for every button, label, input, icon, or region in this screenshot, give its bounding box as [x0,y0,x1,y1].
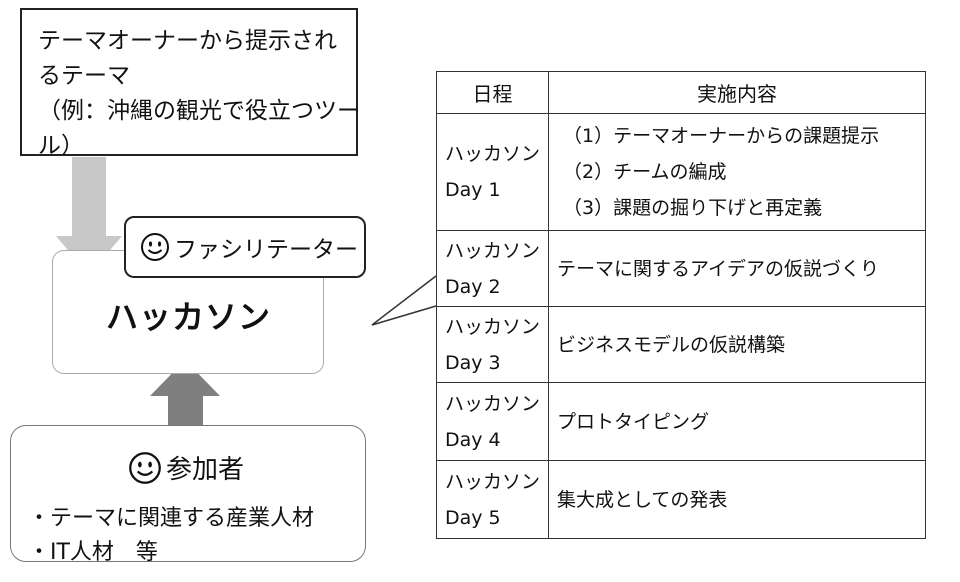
down-arrow [56,157,122,275]
smiley-icon [129,451,161,484]
day-label: ハッカソン [445,315,541,338]
table-row: ハッカソン Day 5 集大成としての発表 [436,460,926,539]
content-item: プロトタイピング [557,410,710,433]
theme-line: るテーマ [38,63,130,89]
content-item: （3）課題の掘り下げと再定義 [563,197,823,219]
table-row: ハッカソン Day 4 プロトタイピング [436,382,926,461]
participants-heading: 参加者 [128,449,244,486]
day-label: ハッカソン [445,392,541,415]
day-label: ハッカソン [445,143,541,165]
content-cell: 集大成としての発表 [548,460,926,539]
facilitator-label: ファシリテーター [174,237,358,263]
theme-line: ル） [38,133,84,159]
participants-label: 参加者 [166,455,245,485]
day-number: Day 1 [445,179,501,201]
up-arrow [150,360,220,425]
content-item: ビジネスモデルの仮説構築 [557,333,786,356]
participants-box [10,425,366,562]
day-number: Day 3 [445,351,501,374]
table-row: ハッカソン Day 3 ビジネスモデルの仮説構築 [436,306,926,383]
participant-item: ・IT人材 等 [28,540,158,565]
callout-line-upper [371,275,437,326]
header-schedule: 日程 [436,71,549,114]
content-cell: テーマに関するアイデアの仮説づくり [548,230,926,307]
content-item: （2）チームの編成 [563,161,727,183]
table-row: ハッカソン Day 2 テーマに関するアイデアの仮説づくり [436,230,926,307]
day-number: Day 2 [445,275,501,298]
content-cell: （1）テーマオーナーからの課題提示 （2）チームの編成 （3）課題の掘り下げと再… [548,113,926,231]
callout-line-lower [371,305,437,326]
day-label: ハッカソン [445,470,541,493]
day-cell: ハッカソン Day 1 [436,113,549,231]
content-cell: ビジネスモデルの仮説構築 [548,306,926,383]
day-cell: ハッカソン Day 4 [436,382,549,461]
content-item: テーマに関するアイデアの仮説づくり [557,257,880,280]
content-item: （1）テーマオーナーからの課題提示 [563,125,880,147]
theme-line: テーマオーナーから提示され [38,28,337,54]
schedule-table: 日程 実施内容 ハッカソン Day 1 （1）テーマオーナーからの課題提示 （2… [436,71,926,539]
day-cell: ハッカソン Day 3 [436,306,549,383]
day-number: Day 4 [445,428,501,451]
day-label: ハッカソン [445,239,541,262]
content-cell: プロトタイピング [548,382,926,461]
day-number: Day 5 [445,506,501,529]
hackathon-title: ハッカソン [106,298,272,336]
content-item: 集大成としての発表 [557,488,728,511]
table-header-row: 日程 実施内容 [436,71,926,114]
theme-box: テーマオーナーから提示され るテーマ （例：沖縄の観光で役立つツー ル） [20,8,360,159]
smiley-icon [141,233,169,261]
table-row: ハッカソン Day 1 （1）テーマオーナーからの課題提示 （2）チームの編成 … [436,113,926,231]
theme-line: （例：沖縄の観光で役立つツー [38,98,360,124]
day-cell: ハッカソン Day 5 [436,460,549,539]
header-content: 実施内容 [548,71,926,114]
facilitator-box: ファシリテーター [124,216,366,278]
day-cell: ハッカソン Day 2 [436,230,549,307]
participant-item: ・テーマに関連する産業人材 [28,506,315,531]
